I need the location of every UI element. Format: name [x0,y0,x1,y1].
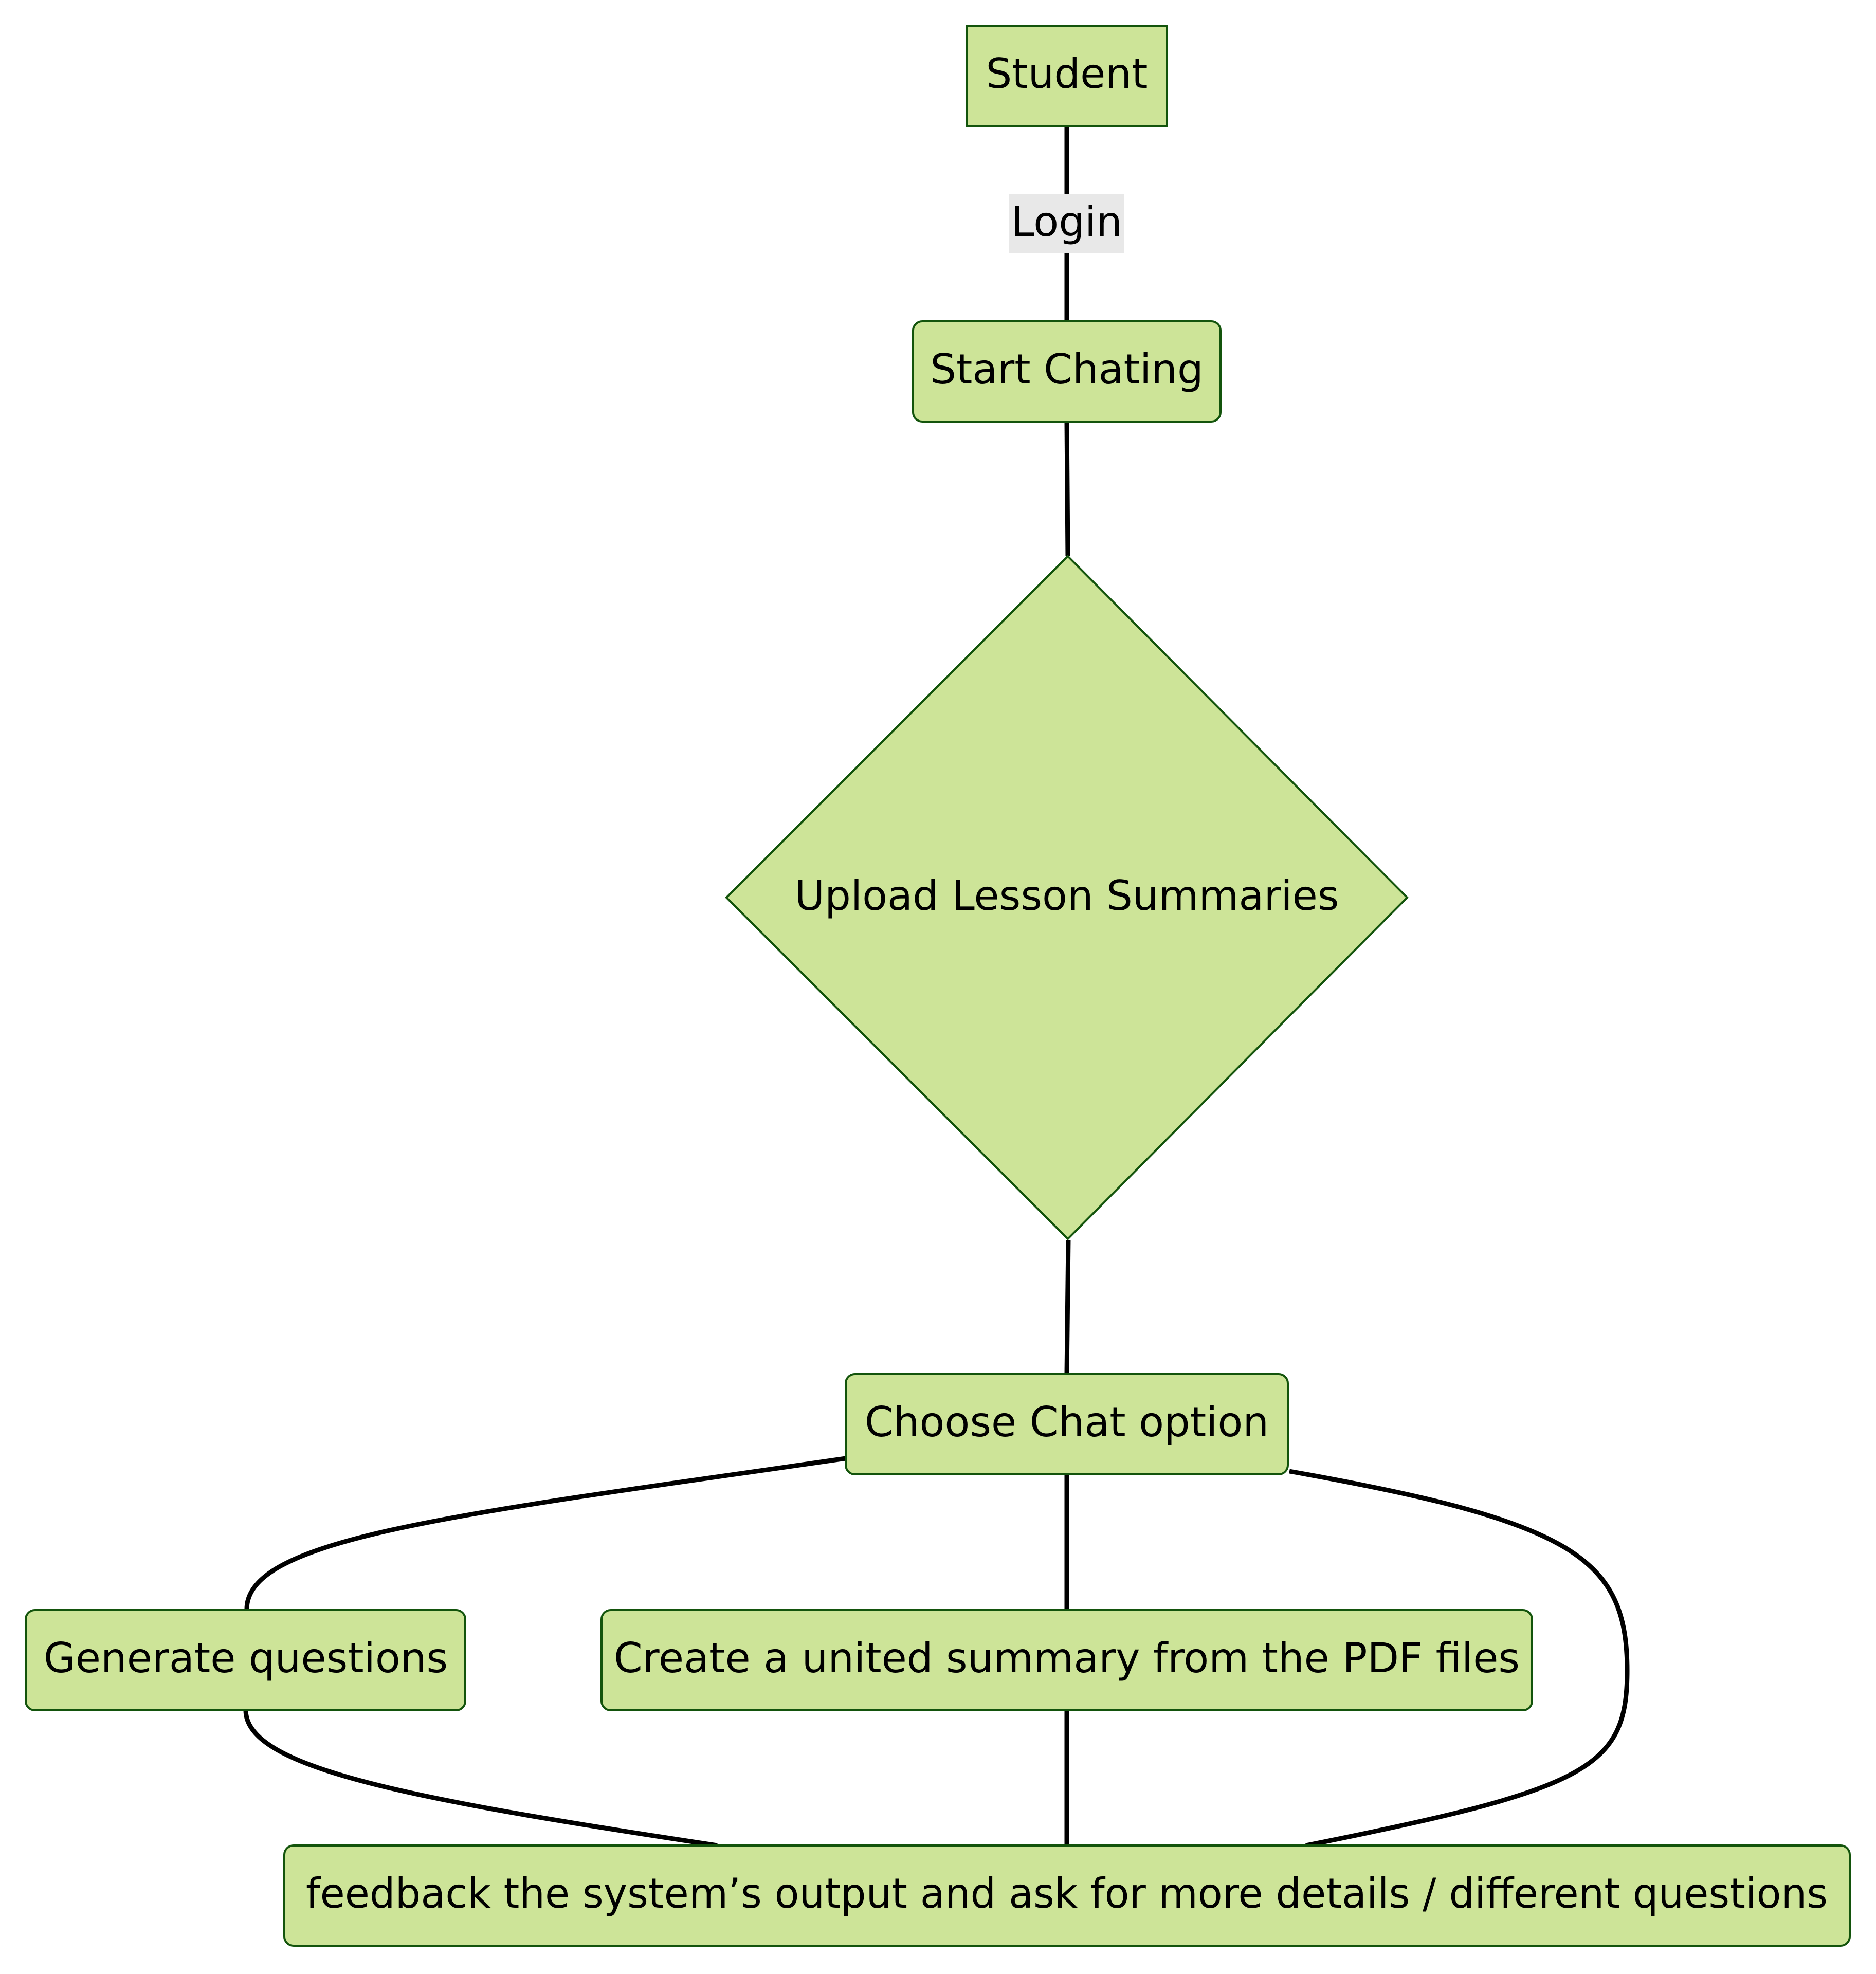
edges [243,126,1630,1848]
node-feedback[interactable]: feedback the system’s output and ask for… [283,1844,1851,1947]
node-choose-label: Choose Chat option [865,1398,1269,1446]
edge-start-to-upload [1064,421,1070,557]
node-choose-box [845,1373,1289,1475]
node-feedback-label: feedback the system’s output and ask for… [306,1870,1828,1917]
node-student[interactable]: Student [966,25,1168,127]
node-upload-diamond [725,555,1409,1240]
node-upload-lesson-summaries[interactable]: Upload Lesson Summaries [725,555,1409,1240]
edge-label-login-text: Login [1011,198,1122,246]
node-start-chating[interactable]: Start Chating [912,320,1222,423]
node-summary-box [600,1609,1533,1711]
node-start-chating-label: Start Chating [930,345,1204,393]
node-generate-label: Generate questions [44,1634,448,1682]
node-generate-questions[interactable]: Generate questions [25,1609,466,1711]
edge-feedback-to-choose [1289,1469,1630,1848]
edge-choose-to-generate [244,1456,846,1610]
node-student-label: Student [986,50,1148,98]
edge-generate-to-feedback [243,1710,718,1848]
edge-label-login: Login [1009,194,1124,253]
node-generate-box [25,1609,466,1711]
node-choose-chat-option[interactable]: Choose Chat option [845,1373,1289,1475]
edge-label-background [1009,194,1124,253]
node-upload-label: Upload Lesson Summaries [795,872,1339,920]
edge-upload-to-choose [1064,1239,1071,1374]
node-feedback-box [283,1844,1851,1947]
node-start-chating-box [912,320,1222,423]
node-united-summary[interactable]: Create a united summary from the PDF fil… [600,1609,1533,1711]
node-summary-label: Create a united summary from the PDF fil… [614,1634,1520,1682]
node-student-box [966,25,1168,127]
